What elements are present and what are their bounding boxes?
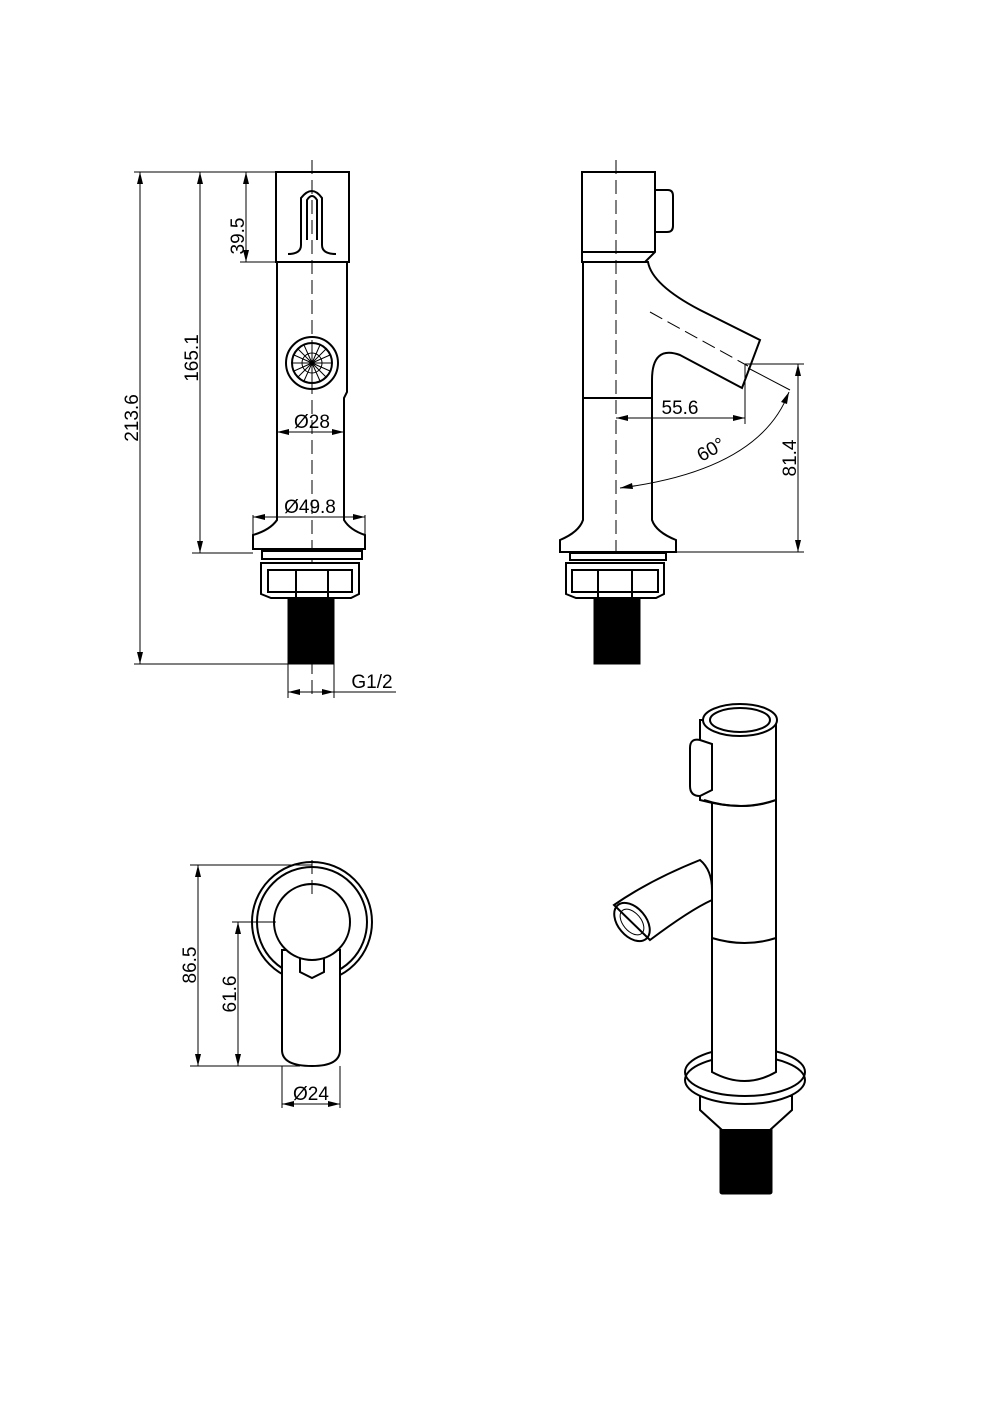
isometric-view <box>612 703 806 1195</box>
side-view <box>559 160 762 665</box>
overall-height-label: 213.6 <box>122 394 143 442</box>
thread-label: G1/2 <box>351 672 392 693</box>
spout-reach-label: 55.6 <box>662 398 699 419</box>
lever-width-label: Ø24 <box>293 1084 329 1105</box>
spout-angle-label: 60° <box>694 434 729 467</box>
base-diameter-label: Ø49.8 <box>284 497 336 518</box>
front-view <box>252 160 366 700</box>
top-view-dimensions <box>190 864 341 1108</box>
front-view-dimensions <box>134 171 396 698</box>
body-diameter-label: Ø28 <box>294 412 330 433</box>
spout-outlet-height-label: 81.4 <box>780 439 801 476</box>
spout-height-label: 165.1 <box>182 334 203 382</box>
top-view <box>251 860 373 1068</box>
side-view-dimensions <box>616 363 804 553</box>
cap-height-label: 39.5 <box>228 218 249 255</box>
top-depth-label: 86.5 <box>180 947 201 984</box>
lever-depth-label: 61.6 <box>220 976 241 1013</box>
